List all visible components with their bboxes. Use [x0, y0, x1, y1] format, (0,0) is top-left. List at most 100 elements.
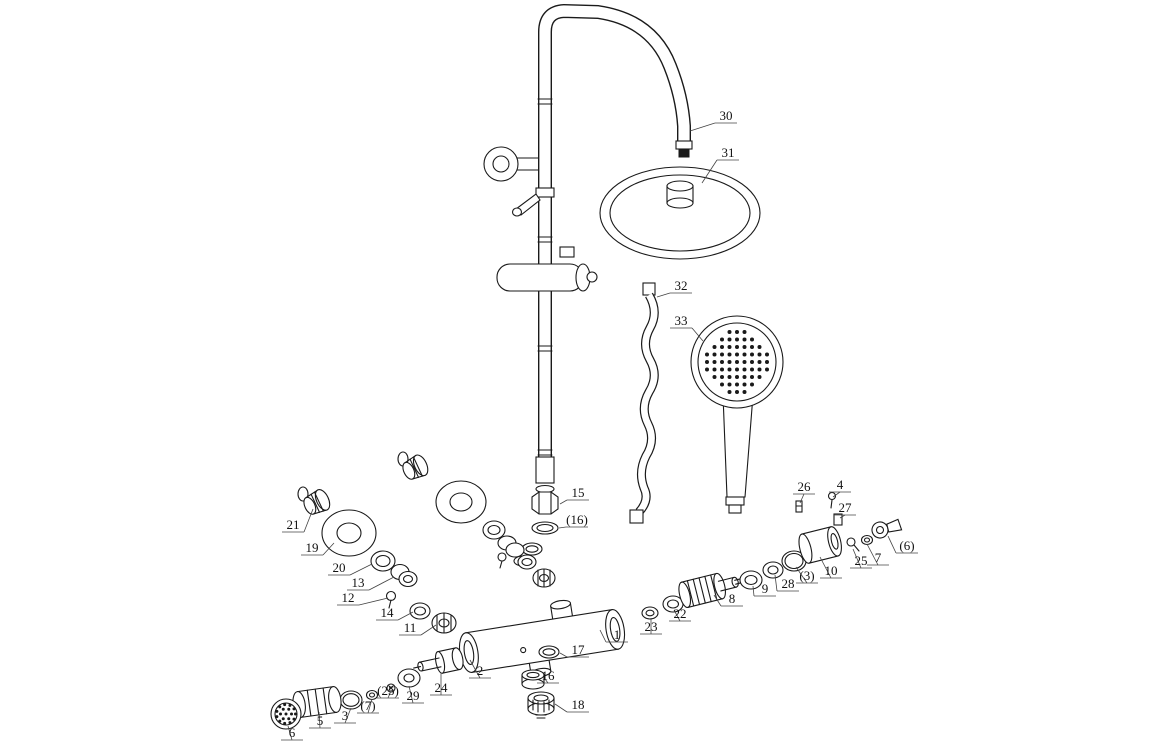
wall-bracket	[483, 146, 555, 217]
part-callout-10: 10	[819, 556, 842, 579]
escutcheon-19	[321, 509, 377, 557]
lever-6	[871, 518, 903, 539]
part-number: 14	[381, 605, 395, 620]
part-number: 6	[289, 725, 296, 740]
ring-29	[397, 668, 421, 688]
part-number: 31	[722, 145, 735, 160]
part-callout-24: 24	[430, 673, 452, 696]
washer-7	[860, 534, 874, 546]
part-number: 25	[855, 553, 868, 568]
inlet-chain-left	[297, 486, 457, 634]
part-number: 16	[542, 668, 556, 683]
part-callout-17: 17	[559, 642, 589, 658]
part-callout-6: 6	[281, 725, 303, 741]
part-number: 1	[614, 627, 621, 642]
part-number: 13	[352, 575, 365, 590]
part-number: 30	[720, 108, 733, 123]
part-number: 26	[798, 479, 812, 494]
part-callout-27: 27	[834, 500, 856, 519]
gasket-16	[531, 521, 559, 535]
slider-clamp	[496, 246, 598, 292]
seal-23	[641, 606, 659, 620]
part-number: 29	[407, 688, 420, 703]
part-number: 28	[782, 576, 795, 591]
part-callout-7: (7)	[357, 698, 379, 714]
part-callout-12: 12	[337, 590, 389, 606]
part-callout-23: 23	[640, 618, 662, 635]
part-number: 12	[342, 590, 355, 605]
part-number: 18	[572, 697, 585, 712]
shower-hose	[629, 282, 659, 524]
part-callout-28: 28	[774, 574, 799, 592]
part-number: 24	[435, 680, 449, 695]
part-callout-33: 33	[670, 313, 704, 342]
arm-nozzle	[675, 140, 693, 150]
part-number: 7	[875, 550, 882, 565]
part-callout-16: 16	[537, 668, 559, 684]
part-callout-9: 9	[752, 581, 776, 597]
part-number: 19	[306, 540, 319, 555]
part-number: (16)	[566, 512, 588, 527]
nut-11	[431, 612, 457, 634]
part-number: 4	[837, 477, 844, 492]
ring-20	[370, 550, 396, 572]
part-number: 5	[317, 713, 324, 728]
part-number: 9	[762, 581, 769, 596]
part-callout-2: 2	[469, 659, 491, 679]
screw-25	[846, 537, 856, 547]
temp-handle-10	[798, 526, 842, 564]
part-callout-6: (6)	[887, 535, 918, 554]
part-number: (7)	[360, 698, 375, 713]
part-number: (3)	[799, 568, 814, 583]
inlet-chain-upper	[397, 451, 556, 588]
eccentric-connector-21	[303, 489, 331, 515]
part-callout-11: 11	[399, 620, 437, 636]
end-cap-6	[270, 698, 302, 730]
hand-shower	[690, 315, 784, 514]
part-number: 15	[572, 485, 585, 500]
part-callout-22: 22	[669, 606, 691, 622]
part-callout-3: 3	[334, 707, 356, 724]
cartridge-chain	[641, 491, 903, 620]
adapter-16	[521, 669, 545, 690]
part-callout-15: 15	[559, 485, 589, 505]
part-callout-7: 7	[866, 543, 889, 566]
part-number: (6)	[899, 538, 914, 553]
part-number: 17	[572, 642, 586, 657]
bottom-fittings	[521, 645, 560, 719]
part-number: 2	[477, 663, 484, 678]
nut-18	[527, 691, 555, 719]
part-number: 20	[333, 560, 346, 575]
ring-14	[409, 602, 431, 620]
cartridge-8	[678, 572, 743, 609]
diverter-lever	[515, 193, 541, 216]
overhead-shower-head	[599, 166, 761, 260]
part-callout-26: 26	[793, 479, 815, 504]
part-number: 32	[675, 278, 688, 293]
part-callout-20: 20	[328, 560, 373, 576]
screw-12	[385, 590, 397, 602]
part-callout-4: 4	[829, 477, 851, 498]
part-callout-13: 13	[347, 575, 395, 591]
part-callout-29: 29	[402, 685, 424, 704]
part-number: (25)	[377, 683, 399, 698]
part-callout-31: 31	[701, 145, 739, 184]
part-number: 27	[839, 500, 853, 515]
part-callout-14: 14	[376, 605, 414, 621]
part-callout-30: 30	[689, 108, 737, 132]
riser-pipe-and-arm	[535, 3, 693, 484]
part-callout-16: (16)	[558, 512, 588, 529]
part-number: 23	[645, 619, 658, 634]
part-callout-19: 19	[301, 540, 335, 556]
part-number: 22	[674, 606, 687, 621]
part-callout-8: 8	[713, 591, 743, 607]
ring-28	[762, 561, 784, 579]
part-number: 11	[404, 620, 417, 635]
part-callout-3: (3)	[795, 566, 818, 584]
hand-shower-handle	[722, 394, 754, 498]
part-number: 21	[287, 517, 300, 532]
part-callout-32: 32	[656, 278, 692, 298]
